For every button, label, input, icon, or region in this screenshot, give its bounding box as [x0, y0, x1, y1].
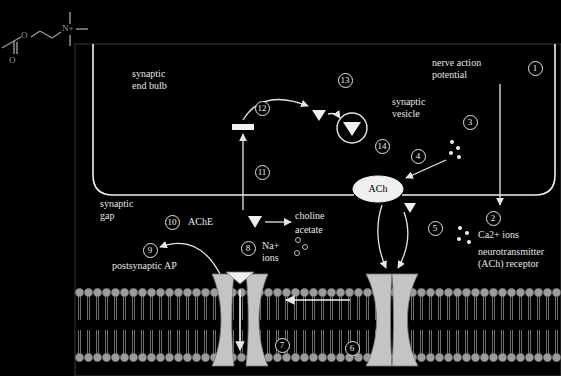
callout-number: 2	[491, 214, 496, 223]
part-label: synaptic end bulb	[132, 68, 177, 91]
atom-label: N+	[62, 23, 74, 33]
open-receptor-channel	[212, 272, 268, 366]
part-label: ACh	[362, 183, 394, 195]
callout-number: 4	[416, 152, 421, 161]
ach-molecule	[343, 122, 361, 136]
atom-label: O	[21, 30, 28, 40]
ache-enzyme	[248, 216, 262, 228]
closed-receptor-channel	[366, 274, 418, 366]
callout-circle: 5	[428, 221, 443, 236]
terminal-membrane	[93, 44, 555, 195]
panel-frame	[75, 44, 561, 376]
callout-circle: 12	[255, 101, 270, 116]
callout-number: 3	[468, 118, 473, 127]
callout-number: 8	[246, 244, 251, 253]
callout-number: 12	[258, 104, 267, 113]
atom-label: O	[9, 55, 16, 65]
callout-number: 14	[378, 142, 387, 151]
part-label: AChE	[188, 216, 213, 228]
callout-circle: 13	[338, 73, 353, 88]
callout-number: 11	[258, 168, 267, 177]
part-label: Na+ ions	[262, 240, 292, 263]
postsynaptic-membrane	[75, 288, 561, 362]
part-label: postsynaptic AP	[112, 260, 177, 272]
callout-circle: 8	[241, 241, 256, 256]
callout-circle: 4	[411, 149, 426, 164]
callout-number: 9	[148, 246, 153, 255]
callout-number: 7	[280, 341, 285, 350]
ach-molecule	[404, 203, 416, 213]
callout-circle: 9	[143, 243, 158, 258]
callout-circle: 1	[528, 61, 543, 76]
callout-number: 5	[433, 224, 438, 233]
callout-circle: 6	[345, 341, 360, 356]
docked-vesicle	[353, 176, 403, 202]
choline-transporter	[232, 124, 254, 130]
callout-number: 1	[533, 64, 538, 73]
callout-number: 6	[350, 344, 355, 353]
part-label: acetate	[295, 224, 323, 236]
callout-circle: 10	[165, 215, 180, 230]
callout-circle: 3	[463, 115, 478, 130]
part-label: synaptic vesicle	[392, 96, 444, 119]
callout-number: 13	[341, 76, 350, 85]
callout-circle: 7	[275, 338, 290, 353]
synaptic-vesicle	[337, 113, 367, 143]
sodium-ions	[295, 238, 308, 256]
part-label: synaptic gap	[100, 198, 145, 221]
callout-circle: 11	[255, 165, 270, 180]
ach-molecule	[312, 110, 326, 121]
callout-circle: 2	[486, 211, 501, 226]
transition-arrow	[286, 299, 350, 301]
callout-number: 10	[168, 218, 177, 227]
process-arrows	[160, 84, 500, 278]
calcium-ions	[449, 140, 471, 244]
part-label: neurotransmitter (ACh) receptor	[478, 246, 560, 269]
part-label: choline	[295, 210, 324, 222]
callout-circle: 14	[375, 139, 390, 154]
ion-flow-arrow	[239, 290, 241, 350]
part-label: nerve action potential	[432, 57, 498, 80]
part-label: Ca2+ ions	[478, 229, 519, 241]
